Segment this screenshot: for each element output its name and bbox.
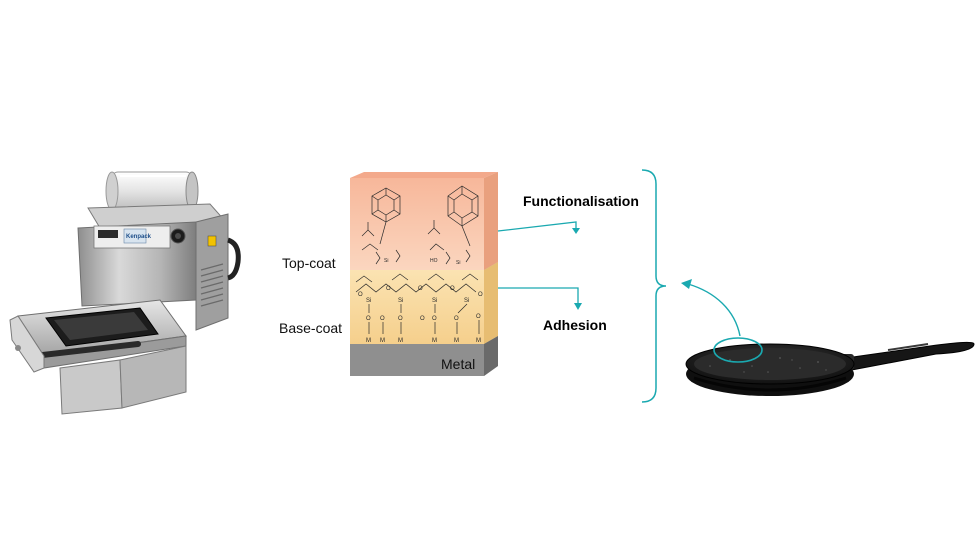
coating-layers-block: Si HO Si Si Si Si Si O O O O O O O O O O O O M M M … (350, 172, 498, 376)
svg-text:O: O (454, 316, 459, 322)
coating-highlight-ring (713, 337, 763, 363)
grouping-bracket (641, 169, 667, 403)
machine-brand-logo: Kenpack (126, 234, 152, 240)
film-roll (105, 171, 199, 211)
metal-side (484, 336, 498, 376)
metal-label: Metal (441, 356, 475, 372)
svg-text:O: O (366, 316, 371, 322)
svg-text:HO: HO (430, 258, 438, 264)
svg-text:M: M (476, 338, 481, 344)
svg-text:Si: Si (456, 260, 460, 266)
svg-text:Si: Si (384, 258, 388, 264)
adhesion-label: Adhesion (543, 317, 607, 333)
svg-text:M: M (454, 338, 459, 344)
basecoat-layer (350, 270, 484, 344)
topcoat-side (484, 172, 498, 270)
svg-text:M: M (398, 338, 403, 344)
svg-text:O: O (386, 286, 391, 292)
top-coat-molecules: Si HO Si (361, 185, 479, 266)
pan-to-bracket-arrow (687, 283, 741, 337)
svg-text:O: O (358, 292, 363, 298)
base-coat-molecules: Si Si Si Si O O O O O O O O O O O O M M M M M M (355, 273, 483, 344)
metal-layer (350, 344, 484, 376)
svg-text:O: O (432, 316, 437, 322)
svg-text:Si: Si (366, 298, 371, 304)
svg-text:Si: Si (398, 298, 403, 304)
svg-text:Si: Si (432, 298, 437, 304)
pan-arrowhead (681, 279, 692, 289)
functionalisation-arrowhead (572, 228, 580, 234)
svg-text:O: O (418, 286, 423, 292)
svg-text:O: O (450, 286, 455, 292)
topcoat-top-face (350, 172, 498, 178)
tray-drawer (9, 299, 187, 415)
svg-text:O: O (398, 316, 403, 322)
basecoat-label: Base-coat (279, 320, 342, 336)
svg-text:O: O (476, 314, 481, 320)
basecoat-side (484, 262, 498, 344)
functionalisation-arrow (497, 221, 577, 232)
svg-text:O: O (478, 292, 483, 298)
svg-text:O: O (420, 316, 425, 322)
svg-text:Si: Si (464, 298, 469, 304)
topcoat-label: Top-coat (282, 255, 336, 271)
svg-text:M: M (432, 338, 437, 344)
svg-text:O: O (380, 316, 385, 322)
topcoat-layer (350, 178, 484, 270)
functionalisation-label: Functionalisation (523, 193, 639, 209)
svg-text:M: M (380, 338, 385, 344)
frying-pan-image (685, 341, 975, 396)
tray-sealer-machine-image: Kenpack (9, 171, 241, 415)
svg-text:M: M (366, 338, 371, 344)
adhesion-arrow (498, 287, 579, 304)
adhesion-arrowhead (574, 303, 582, 310)
